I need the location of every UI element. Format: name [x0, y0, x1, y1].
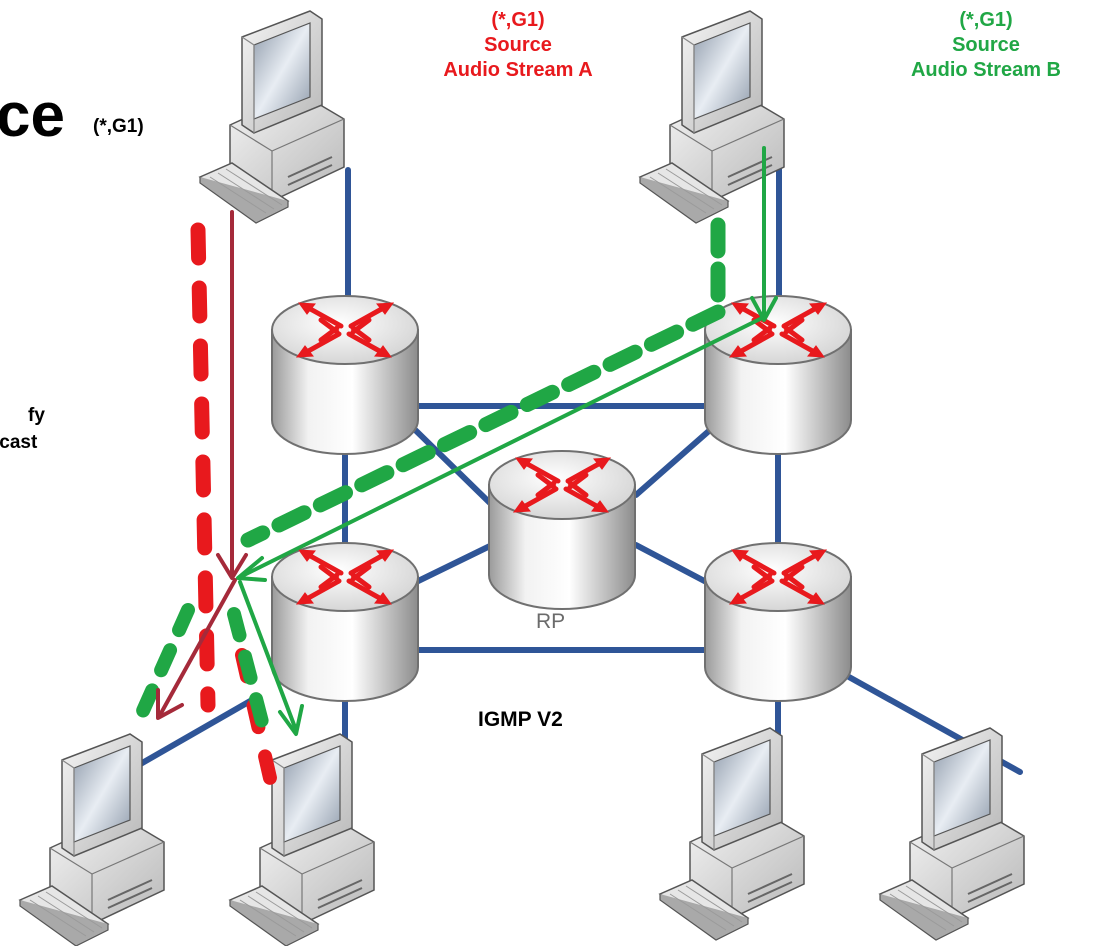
side-caption-line1: fy	[28, 405, 45, 426]
desktop-computer-icon	[229, 733, 375, 947]
page-title: ce	[0, 81, 65, 150]
source-a-label: (*,G1) Source Audio Stream A	[400, 8, 636, 83]
title-group-tag: (*,G1)	[93, 116, 144, 137]
source-a-group: (*,G1)	[491, 9, 545, 31]
source-b-role: Source	[952, 34, 1020, 56]
source-a-role: Source	[484, 34, 552, 56]
source-b-stream: Audio Stream B	[910, 59, 1062, 81]
router-icon	[705, 296, 851, 454]
side-caption-line2: icast	[0, 432, 38, 453]
rp-router-icon	[489, 451, 635, 609]
source-b-group: (*,G1)	[959, 9, 1013, 31]
router-icon	[272, 296, 418, 454]
desktop-computer-icon	[19, 733, 165, 947]
igmp-label: IGMP V2	[478, 708, 563, 731]
flow-arrows	[156, 146, 778, 736]
desktop-computer-icon	[659, 727, 805, 941]
source-a-stream: Audio Stream A	[443, 59, 593, 81]
source-b-label: (*,G1) Source Audio Stream B	[856, 8, 1101, 83]
stream-b-dashes	[131, 217, 726, 729]
desktop-computer-icon	[199, 10, 345, 224]
side-caption: fy icast	[0, 402, 45, 456]
router-icon	[705, 543, 851, 701]
rp-label: RP	[536, 610, 566, 633]
router-icon	[272, 543, 418, 701]
desktop-computer-icon	[879, 727, 1025, 941]
